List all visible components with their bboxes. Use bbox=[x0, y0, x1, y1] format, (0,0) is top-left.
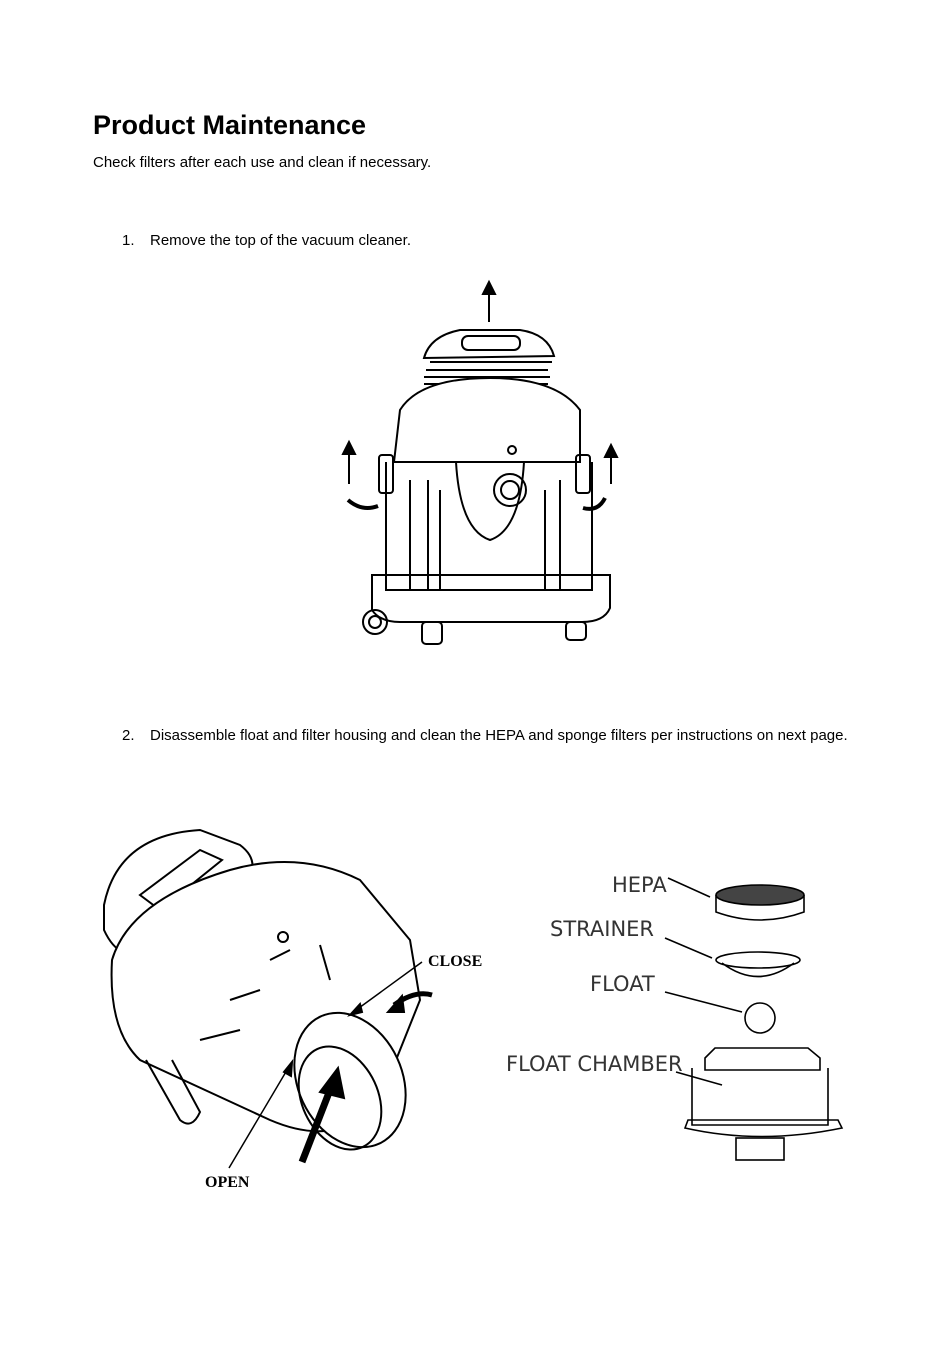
strainer-label: STRAINER bbox=[550, 917, 654, 941]
float-chamber-label: FLOAT CHAMBER bbox=[506, 1052, 683, 1076]
hepa-label: HEPA bbox=[612, 873, 667, 897]
float-label: FLOAT bbox=[590, 972, 655, 996]
